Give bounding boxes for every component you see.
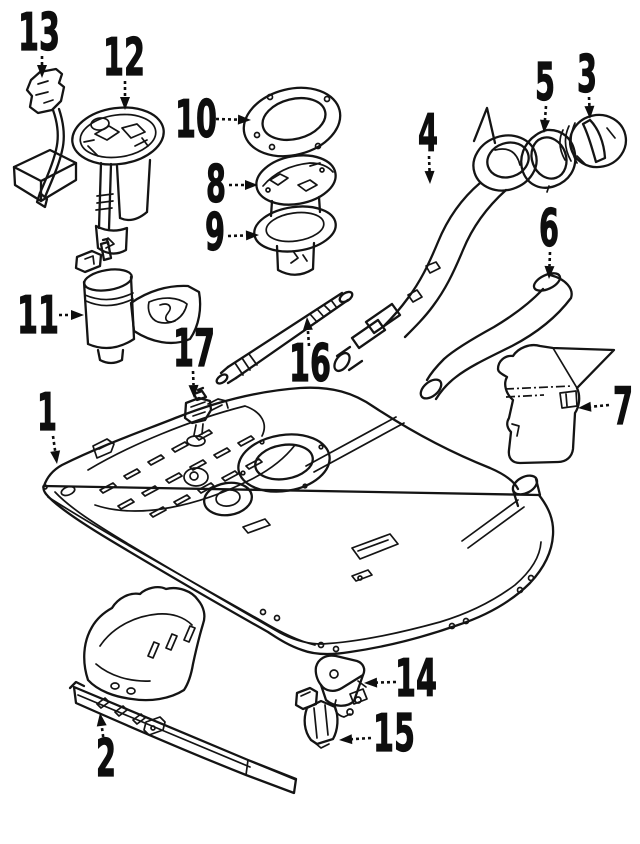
part-7-shield-drawing <box>496 344 616 465</box>
callout-9-arrow-shaft <box>227 234 247 238</box>
callout-10: 10 <box>174 89 251 151</box>
callout-15-arrow-head <box>339 734 353 745</box>
part-15-bracket-drawing <box>294 686 339 749</box>
callout-6: 6 <box>538 198 560 279</box>
callout-11: 11 <box>16 285 84 347</box>
callout-8-arrow-head <box>245 180 258 190</box>
callout-1: 1 <box>36 382 61 464</box>
part-16-breather-tube-drawing <box>215 290 354 385</box>
callout-14-arrow-shaft <box>376 680 397 684</box>
callout-8: 8 <box>205 154 258 216</box>
callout-6-arrow-shaft <box>548 251 552 267</box>
part-17-check-valve-drawing <box>183 386 213 447</box>
callout-1-arrow-shaft <box>51 435 57 452</box>
part-10-lock-ring-plate-drawing <box>242 86 342 158</box>
callout-4-arrow-shaft <box>427 155 431 172</box>
part-4-filler-pipe-drawing <box>333 106 538 373</box>
callout-13-arrow-head <box>37 65 47 78</box>
callout-10-arrow-head <box>237 114 251 125</box>
part-8-fuel-sender-drawing <box>255 154 337 206</box>
part-9-fuel-pump-assembly-drawing <box>253 195 337 276</box>
callout-16-arrow-shaft <box>306 329 311 347</box>
callout-1-arrow-head <box>50 450 61 464</box>
callout-number-10: 10 <box>175 90 217 150</box>
callout-16-arrow-head <box>302 317 313 331</box>
callout-number-16: 16 <box>289 334 331 394</box>
callout-number-6: 6 <box>539 199 559 259</box>
part-5-filler-gasket-drawing <box>520 128 577 193</box>
callout-number-9: 9 <box>205 203 225 263</box>
callout-5-arrow-head <box>539 119 550 133</box>
callout-3-arrow-head <box>584 105 595 119</box>
part-2-protector-plate-drawing <box>68 586 298 795</box>
callout-number-17: 17 <box>173 319 215 379</box>
callout-2-arrow-head <box>96 713 107 727</box>
callout-number-12: 12 <box>103 28 145 88</box>
callout-number-1: 1 <box>37 383 57 443</box>
callout-4: 4 <box>417 103 439 184</box>
callout-number-15: 15 <box>373 704 415 764</box>
part-14-bracket-drawing <box>314 654 368 718</box>
callout-6-arrow-head <box>544 265 555 279</box>
callout-number-7: 7 <box>613 377 633 437</box>
callout-9-arrow-head <box>245 230 259 241</box>
callout-5: 5 <box>534 52 556 133</box>
callout-17: 17 <box>172 318 216 398</box>
callout-12: 12 <box>102 27 146 110</box>
callout-number-8: 8 <box>206 155 226 215</box>
part-3-fuel-cap-drawing <box>559 113 628 169</box>
callout-16: 16 <box>288 317 332 395</box>
callout-5-arrow-shaft <box>543 105 548 121</box>
callout-3: 3 <box>576 44 598 119</box>
callout-10-arrow-shaft <box>215 117 239 121</box>
part-1-fuel-tank-drawing <box>42 386 555 656</box>
callout-2: 2 <box>95 713 117 790</box>
callout-7-arrow-shaft <box>590 403 610 409</box>
callout-number-13: 13 <box>18 3 60 63</box>
callout-number-4: 4 <box>418 104 438 164</box>
part-12-fuel-pump-module-drawing <box>71 106 165 255</box>
callout-14-arrow-head <box>364 677 378 688</box>
callout-7-arrow-head <box>578 401 592 412</box>
callout-number-11: 11 <box>17 286 59 346</box>
callout-15-arrow-shaft <box>351 736 372 741</box>
callout-13: 13 <box>17 2 61 78</box>
callout-4-arrow-head <box>424 170 435 184</box>
callout-9: 9 <box>204 202 259 264</box>
part-6-filler-hose-drawing <box>419 272 573 401</box>
callout-7: 7 <box>578 376 634 438</box>
callout-2-arrow-shaft <box>100 725 106 744</box>
callout-15: 15 <box>339 703 416 765</box>
callout-number-5: 5 <box>535 53 555 113</box>
callout-17-arrow-head <box>188 384 199 398</box>
part-11-fuel-pump-drawing <box>74 237 202 365</box>
callout-14: 14 <box>364 648 438 710</box>
callout-17-arrow-shaft <box>191 370 195 386</box>
callout-12-arrow-head <box>120 97 130 110</box>
part-13-fuel-level-sensor-drawing <box>12 67 78 209</box>
callout-number-2: 2 <box>96 729 116 789</box>
callout-11-arrow-head <box>71 310 84 320</box>
callout-number-3: 3 <box>577 45 597 105</box>
callout-number-14: 14 <box>395 649 437 709</box>
